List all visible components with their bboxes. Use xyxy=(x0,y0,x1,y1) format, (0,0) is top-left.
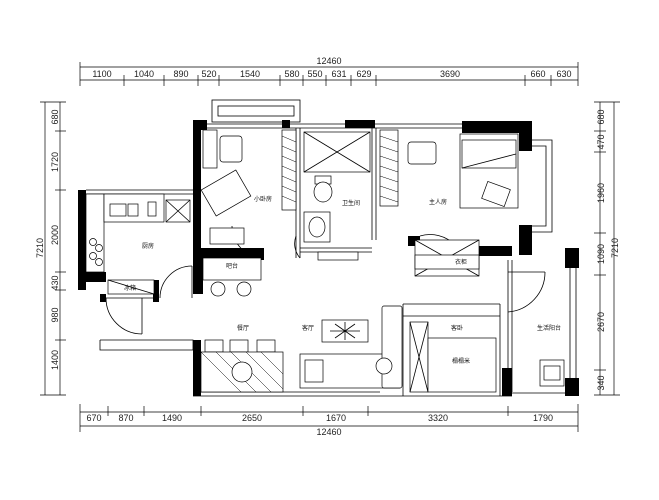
top-dim: 1040 xyxy=(134,69,154,79)
right-dim: 1090 xyxy=(596,244,606,264)
room-label-fridge: 冰箱 xyxy=(124,284,136,292)
room-label-living: 客厅 xyxy=(302,324,314,332)
room-label-utility-balcony: 生活阳台 xyxy=(537,324,561,332)
room-label-tatami: 榻榻米 xyxy=(452,357,470,365)
room-labels: 小卧房 卫生间 主人房 厨房 吧台 冰箱 餐厅 客厅 客卧 榻榻米 生活阳台 衣… xyxy=(124,195,561,365)
room-label-wardrobe: 衣柜 xyxy=(455,258,467,266)
furniture xyxy=(85,129,565,393)
top-dim: 1540 xyxy=(240,69,260,79)
right-total-dim: 7210 xyxy=(610,238,620,258)
top-dim: 580 xyxy=(284,69,299,79)
room-label-guest: 客卧 xyxy=(451,324,463,332)
right-dimensions: 680 470 1960 1090 2670 340 7210 xyxy=(594,101,620,396)
bottom-dim: 1490 xyxy=(162,413,182,423)
bottom-dim: 3320 xyxy=(428,413,448,423)
left-dim: 1400 xyxy=(50,350,60,370)
room-label-kitchen: 厨房 xyxy=(142,242,154,250)
bottom-dim: 870 xyxy=(118,413,133,423)
top-dim: 629 xyxy=(356,69,371,79)
top-dim: 630 xyxy=(556,69,571,79)
bottom-dim: 1790 xyxy=(533,413,553,423)
top-total-dim: 12460 xyxy=(316,56,341,66)
left-dim: 1720 xyxy=(50,152,60,172)
room-label-bar: 吧台 xyxy=(226,262,238,270)
right-dim: 680 xyxy=(596,109,606,124)
left-dim: 430 xyxy=(50,275,60,290)
top-dim: 3690 xyxy=(440,69,460,79)
right-dim: 1960 xyxy=(596,183,606,203)
room-label-bathroom: 卫生间 xyxy=(342,199,360,207)
room-label-dining: 餐厅 xyxy=(237,324,249,332)
left-dim: 2000 xyxy=(50,225,60,245)
bottom-dim: 2650 xyxy=(242,413,262,423)
room-label-master-bedroom: 主人房 xyxy=(429,198,447,206)
top-dim: 1100 xyxy=(92,69,111,79)
left-total-dim: 7210 xyxy=(35,238,45,258)
left-dim: 680 xyxy=(50,109,60,124)
bottom-dim: 670 xyxy=(86,413,101,423)
top-dim: 520 xyxy=(201,69,216,79)
room-label-small-bedroom: 小卧房 xyxy=(254,195,272,203)
right-dim: 470 xyxy=(596,134,606,149)
bottom-dimensions: 670 870 1490 2650 1670 3320 1790 12460 xyxy=(79,404,579,437)
right-dim: 340 xyxy=(596,375,606,390)
right-dim: 2670 xyxy=(596,312,606,332)
top-dimensions: 12460 1100 1040 890 520 1540 580 550 631… xyxy=(79,56,579,86)
top-dim: 550 xyxy=(307,69,322,79)
bottom-total-dim: 12460 xyxy=(316,427,341,437)
top-dim: 660 xyxy=(530,69,545,79)
left-dim: 980 xyxy=(50,307,60,322)
top-dim: 890 xyxy=(173,69,188,79)
bottom-dim: 1670 xyxy=(326,413,346,423)
top-dim: 631 xyxy=(331,69,346,79)
left-dimensions: 7210 680 1720 2000 430 980 1400 xyxy=(35,101,66,396)
